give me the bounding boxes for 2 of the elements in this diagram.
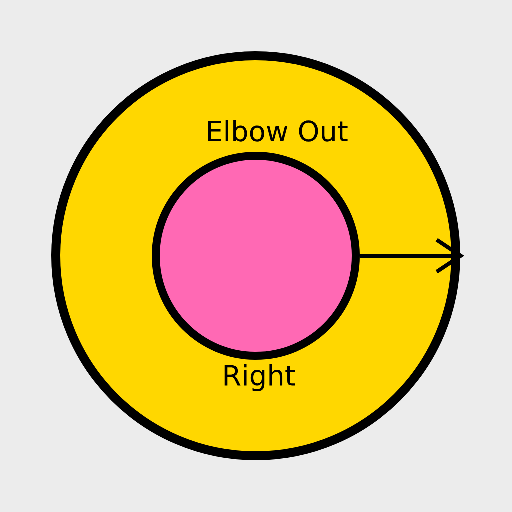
node-label: Right (224, 364, 296, 392)
arrow (360, 238, 464, 274)
